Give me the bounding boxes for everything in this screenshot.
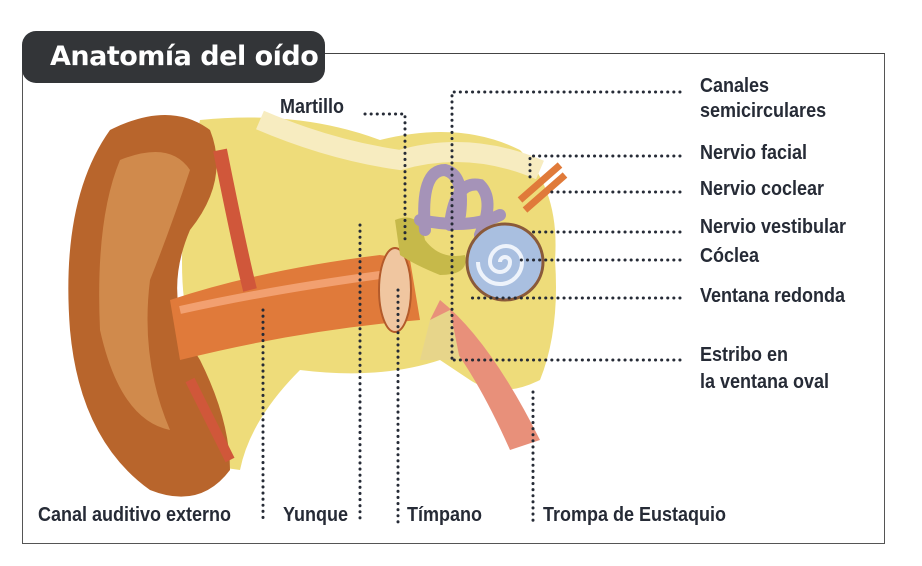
label-timpano: Tímpano bbox=[407, 504, 483, 526]
label-ventana-redonda: Ventana redonda bbox=[700, 285, 846, 307]
leader-nervio-facial bbox=[528, 154, 682, 184]
label-nervio-coclear: Nervio coclear bbox=[700, 178, 825, 200]
cochlea bbox=[465, 222, 545, 302]
nerves bbox=[517, 162, 568, 213]
semicircular-canals bbox=[414, 163, 506, 241]
eustachian-tube bbox=[420, 300, 540, 450]
label-canales-1: Canales bbox=[700, 75, 770, 97]
leader-martillo bbox=[363, 112, 407, 242]
label-trompa: Trompa de Eustaquio bbox=[543, 504, 727, 526]
label-nervio-vestibular: Nervio vestibular bbox=[700, 216, 847, 238]
ear-canal bbox=[170, 148, 420, 463]
label-canal-auditivo: Canal auditivo externo bbox=[38, 504, 232, 526]
leader-lines bbox=[261, 90, 682, 524]
label-estribo-2: la ventana oval bbox=[700, 371, 830, 393]
diagram-frame bbox=[22, 53, 885, 544]
diagram-title: Anatomía del oído bbox=[22, 31, 325, 83]
ossicles bbox=[395, 217, 466, 275]
pinna bbox=[68, 115, 230, 497]
label-coclea: Cóclea bbox=[700, 245, 760, 267]
label-nervio-facial: Nervio facial bbox=[700, 142, 808, 164]
label-canales-2: semicirculares bbox=[700, 100, 827, 122]
label-yunque: Yunque bbox=[283, 504, 349, 526]
eardrum bbox=[378, 247, 412, 333]
label-martillo: Martillo bbox=[280, 96, 345, 118]
label-estribo-1: Estribo en bbox=[700, 344, 789, 366]
